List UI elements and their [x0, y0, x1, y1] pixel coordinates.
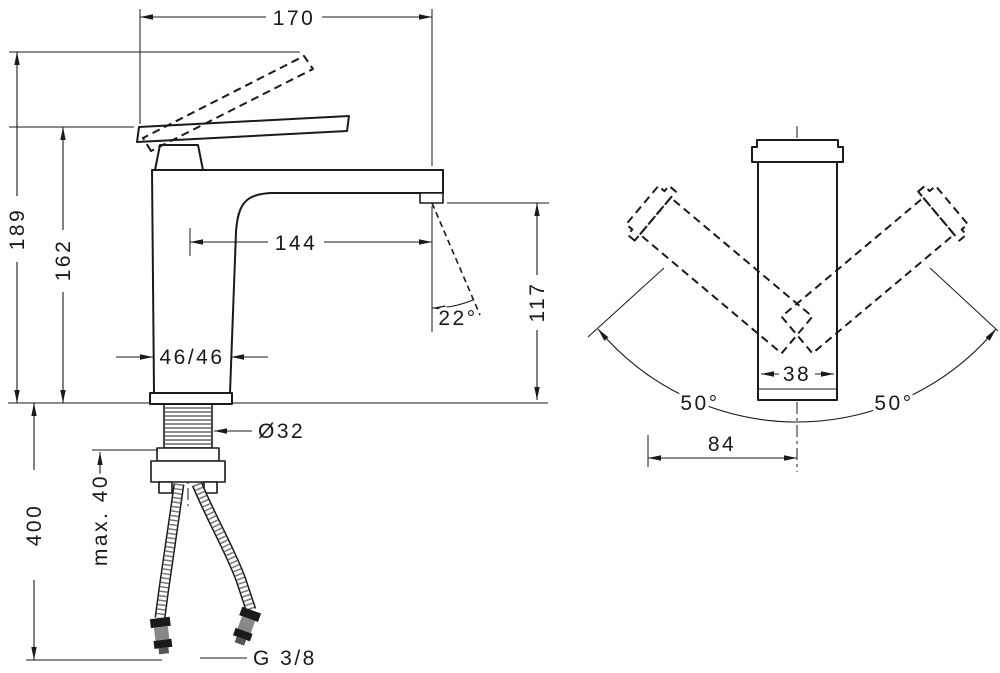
dim-handle-radius: 84	[647, 430, 797, 467]
dim-height-rest: 162	[9, 126, 134, 403]
dim-body-width: 38	[761, 360, 834, 390]
cartridge-neck	[154, 144, 204, 171]
dim-swing-left-label: 50°	[680, 392, 719, 415]
dim-height-max: 189	[3, 51, 300, 403]
dim-base-footprint: 46/46	[116, 343, 268, 373]
side-view: 22° 170 189 162 144	[3, 4, 553, 673]
lever-raised	[142, 55, 314, 152]
lever-rest	[136, 115, 350, 143]
threaded-shank	[163, 403, 213, 449]
stream-angle: 22°	[431, 202, 481, 334]
dim-handle-radius-label: 84	[708, 433, 736, 456]
dim-spout-reach: 144	[189, 228, 432, 259]
dim-height-max-label: 189	[6, 208, 29, 251]
front-view: 50° 50° 38 84	[587, 126, 999, 472]
hose-connector-left	[149, 616, 173, 655]
dim-connection-thread-label: G 3/8	[253, 647, 317, 670]
handle-swivel-right	[780, 184, 969, 355]
dim-height-rest-label: 162	[52, 239, 75, 282]
supply-hoses	[149, 481, 262, 655]
dim-depth-total-label: 170	[273, 7, 316, 30]
dim-mounting-hole-label: Ø32	[258, 420, 305, 443]
mounting-nut	[150, 447, 226, 494]
dim-swing-right-label: 50°	[874, 392, 913, 415]
dim-swing-left: 50°	[587, 267, 798, 423]
dim-mounting-depth-label: max. 40	[89, 474, 112, 566]
dim-mounting-hole: Ø32	[214, 417, 306, 447]
dim-spout-reach-label: 144	[275, 232, 318, 255]
dim-connection-thread: G 3/8	[200, 644, 318, 673]
dim-swing-right: 50°	[796, 267, 999, 423]
dim-spout-height-label: 117	[526, 282, 549, 323]
handle-swivel-left	[625, 184, 814, 355]
dim-stream-angle: 22°	[438, 307, 477, 330]
hose-connector-right	[232, 606, 262, 646]
front-body	[757, 161, 838, 401]
dim-mounting-depth: max. 40	[86, 449, 158, 570]
dim-depth-total: 170	[139, 4, 433, 166]
dim-body-width-label: 38	[783, 363, 811, 386]
aerator	[419, 192, 444, 204]
dim-spout-height: 117	[447, 202, 553, 400]
dim-hose-length-label: 400	[23, 504, 46, 547]
base-plate	[149, 392, 233, 405]
faucet-body-spout	[151, 169, 444, 394]
handle-cap	[751, 139, 844, 163]
dim-hose-length: 400	[20, 403, 162, 661]
dim-base-footprint-label: 46/46	[159, 346, 224, 369]
